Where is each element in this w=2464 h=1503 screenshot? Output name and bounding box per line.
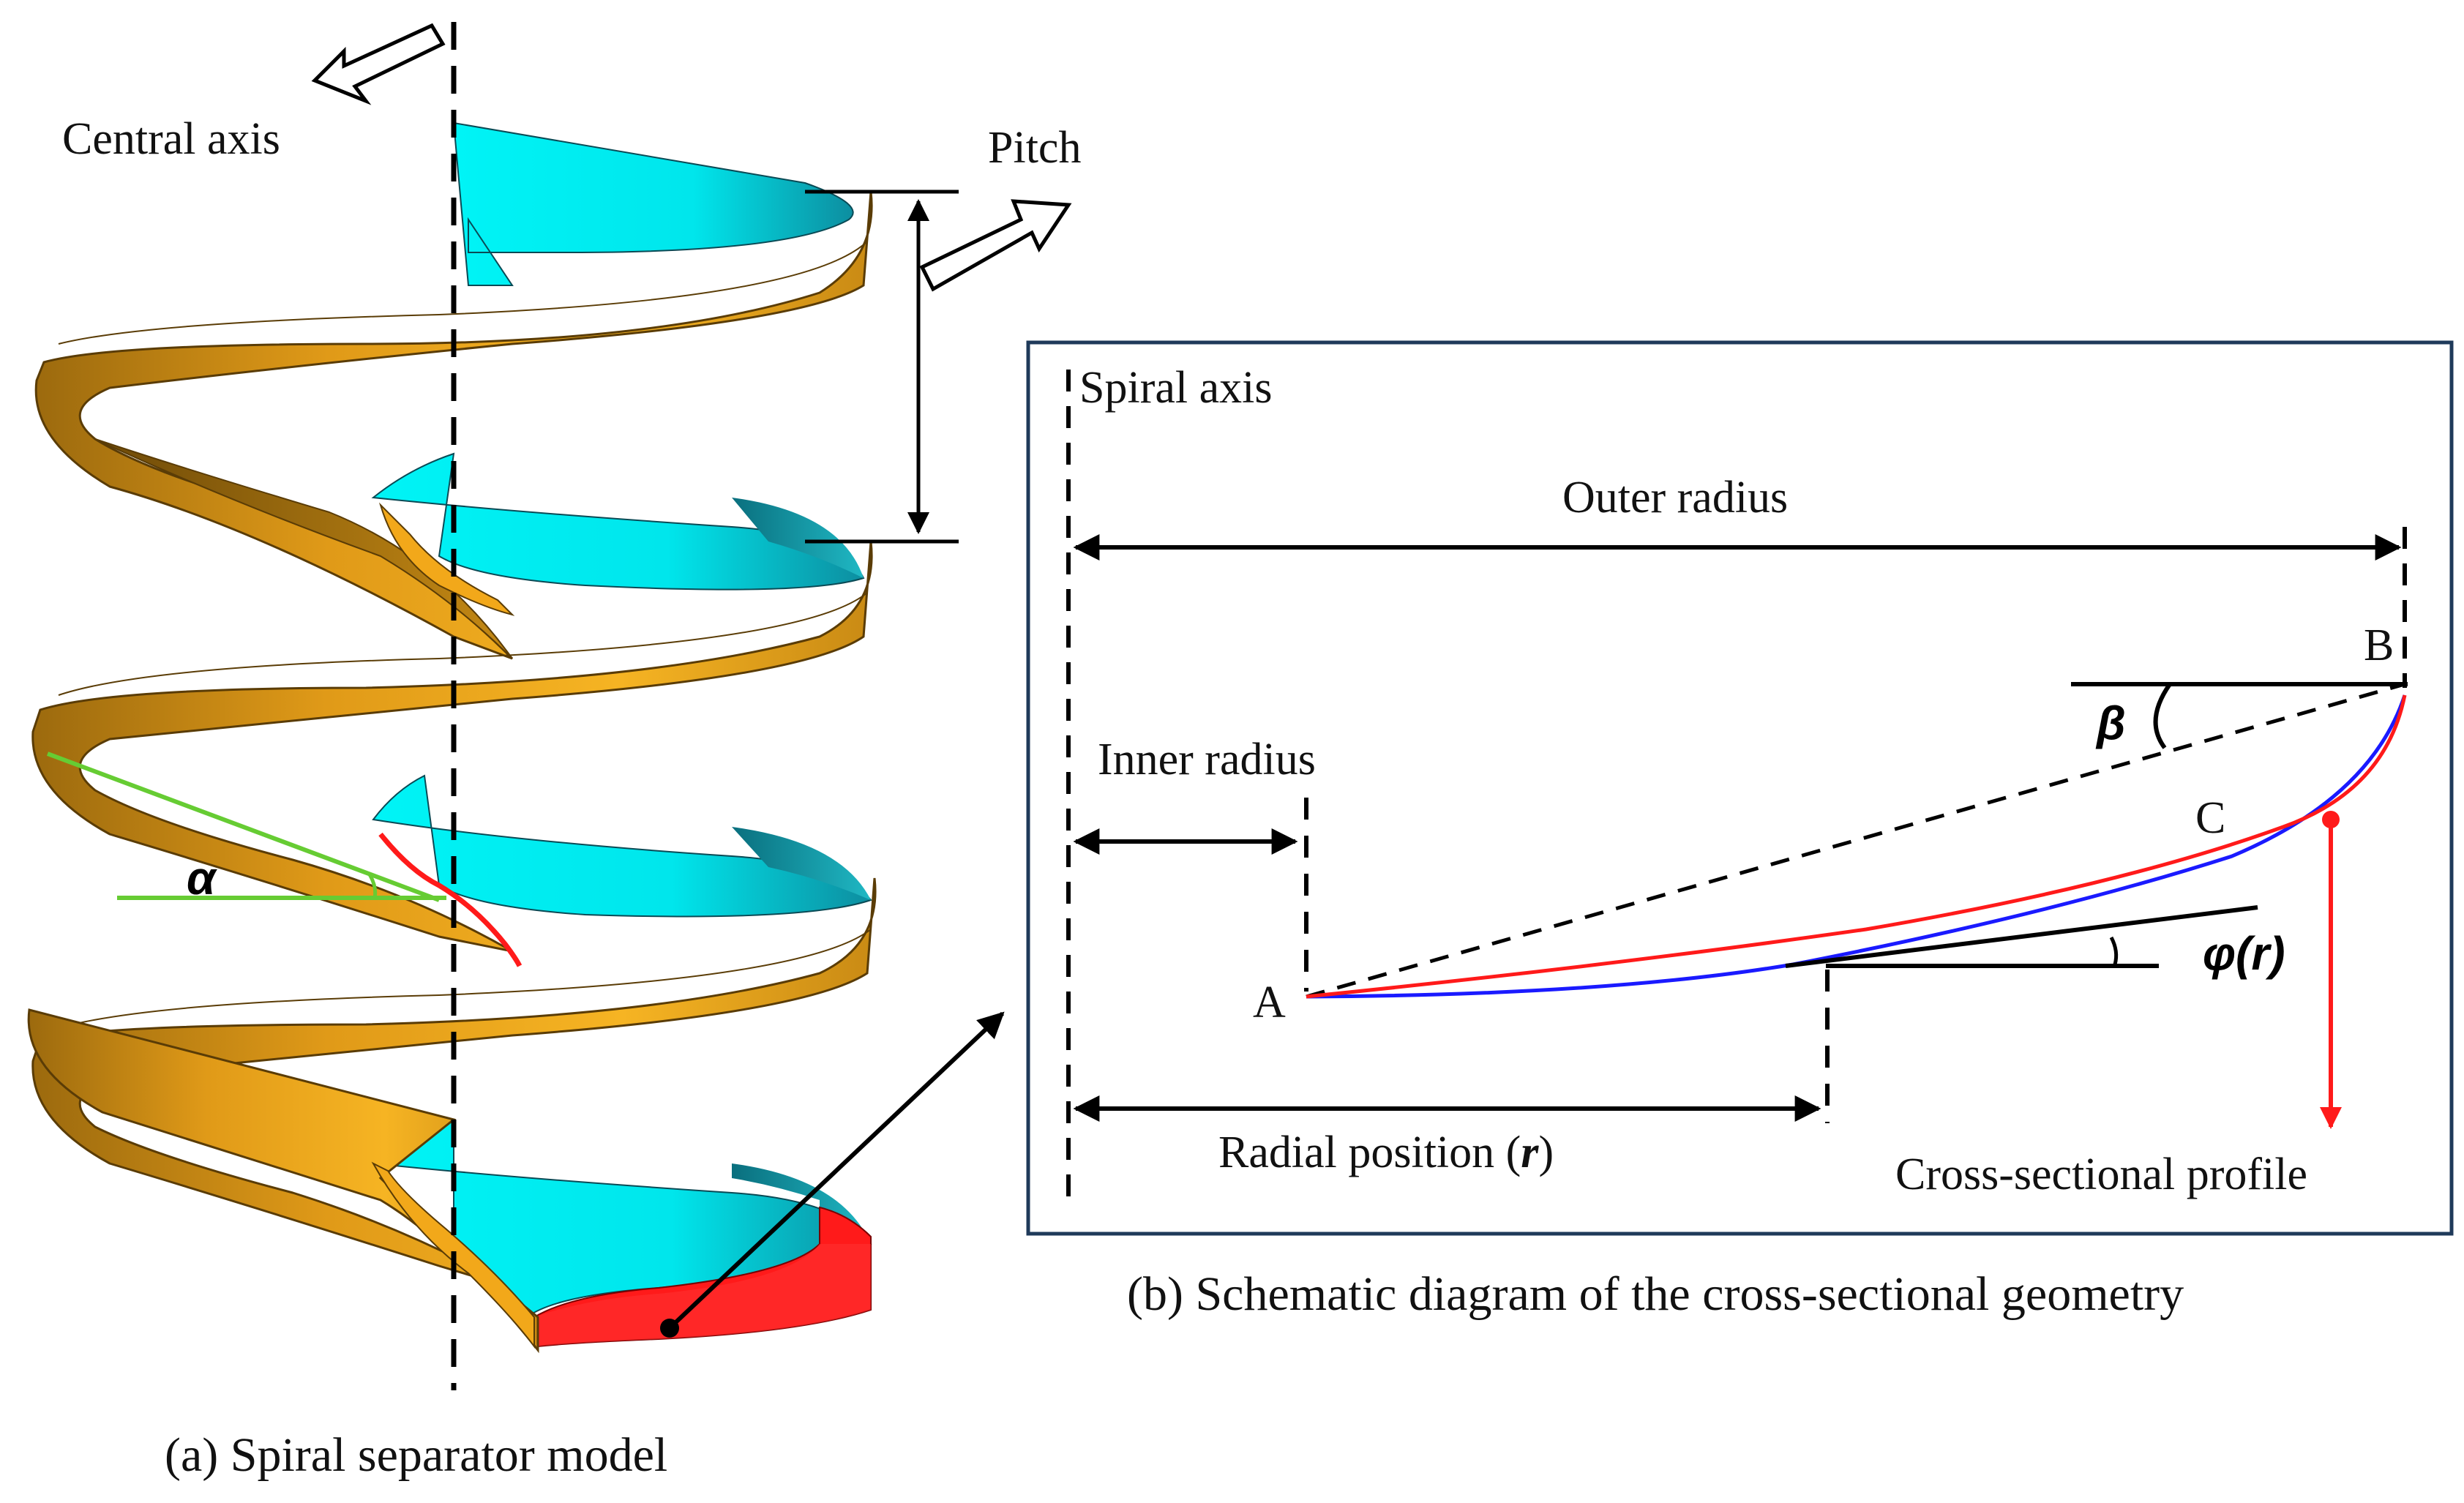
- spiral-turn-2: [31, 452, 873, 953]
- alpha-slope-line: [46, 752, 441, 902]
- central-axis-arrow: [311, 23, 446, 105]
- central-axis-label: Central axis: [62, 114, 280, 164]
- spiral-turn-3: [31, 774, 877, 1289]
- point-a-label: A: [1253, 978, 1286, 1027]
- pitch-hollow-arrow: [919, 199, 1072, 292]
- phi-angle-arc: [2109, 936, 2119, 965]
- spiral-axis-label: Spiral axis: [1079, 363, 1272, 413]
- trough-band-3: [31, 877, 877, 1289]
- spiral-model: Central axis Pitch α (a) Spiral separato…: [27, 22, 1081, 1482]
- spiral-turn-4: [27, 1008, 872, 1354]
- blue-profile-curve: [1306, 694, 2407, 999]
- radial-position-label: Radial position (r): [1218, 1128, 1554, 1177]
- beta-symbol: β: [2095, 697, 2126, 749]
- trough-band-2: [31, 541, 873, 953]
- pitch-label: Pitch: [988, 123, 1081, 173]
- alpha-angle-arc: [367, 873, 378, 899]
- inner-edge-2: [378, 502, 515, 616]
- alpha-symbol: α: [187, 852, 217, 904]
- flow-wall-2: [732, 498, 864, 578]
- point-c-label: C: [2195, 793, 2225, 843]
- trough-band-1: [34, 191, 873, 660]
- radial-close-paren: ): [1538, 1128, 1554, 1177]
- flow-wall-3: [732, 827, 871, 900]
- beta-angle-arc: [2153, 683, 2172, 749]
- flow-surface-1: [452, 121, 854, 286]
- trough-edge-line-1: [58, 241, 868, 345]
- section-pointer-arrow: [667, 1011, 1005, 1330]
- schematic-frame: [1026, 340, 2454, 1236]
- red-profile-3: [378, 832, 523, 967]
- cross-section-label: Cross-sectional profile: [1895, 1150, 2307, 1199]
- cross-section-schematic: Spiral axis Outer radius B β Inner radiu…: [1026, 340, 2454, 1321]
- trough-edge-line-3: [58, 929, 872, 1029]
- chord-a-b: [1306, 682, 2405, 999]
- spiral-turn-1: [34, 121, 873, 660]
- panel-a-caption: (a) Spiral separator model: [165, 1428, 667, 1482]
- trough-edge-line-2: [58, 592, 868, 696]
- inner-radius-label: Inner radius: [1098, 735, 1316, 784]
- tangent-line: [1785, 905, 2258, 968]
- trough-underside-1: [94, 438, 513, 659]
- outer-radius-label: Outer radius: [1562, 473, 1788, 522]
- phi-symbol: φ(r): [2203, 927, 2285, 980]
- red-profile-curve: [1306, 694, 2407, 999]
- panel-b-caption: (b) Schematic diagram of the cross-secti…: [1127, 1267, 2184, 1321]
- radial-r-symbol: r: [1521, 1128, 1539, 1177]
- point-b-label: B: [2364, 621, 2394, 670]
- radial-position-text: Radial position (: [1218, 1128, 1521, 1177]
- section-pointer-dot: [660, 1319, 679, 1338]
